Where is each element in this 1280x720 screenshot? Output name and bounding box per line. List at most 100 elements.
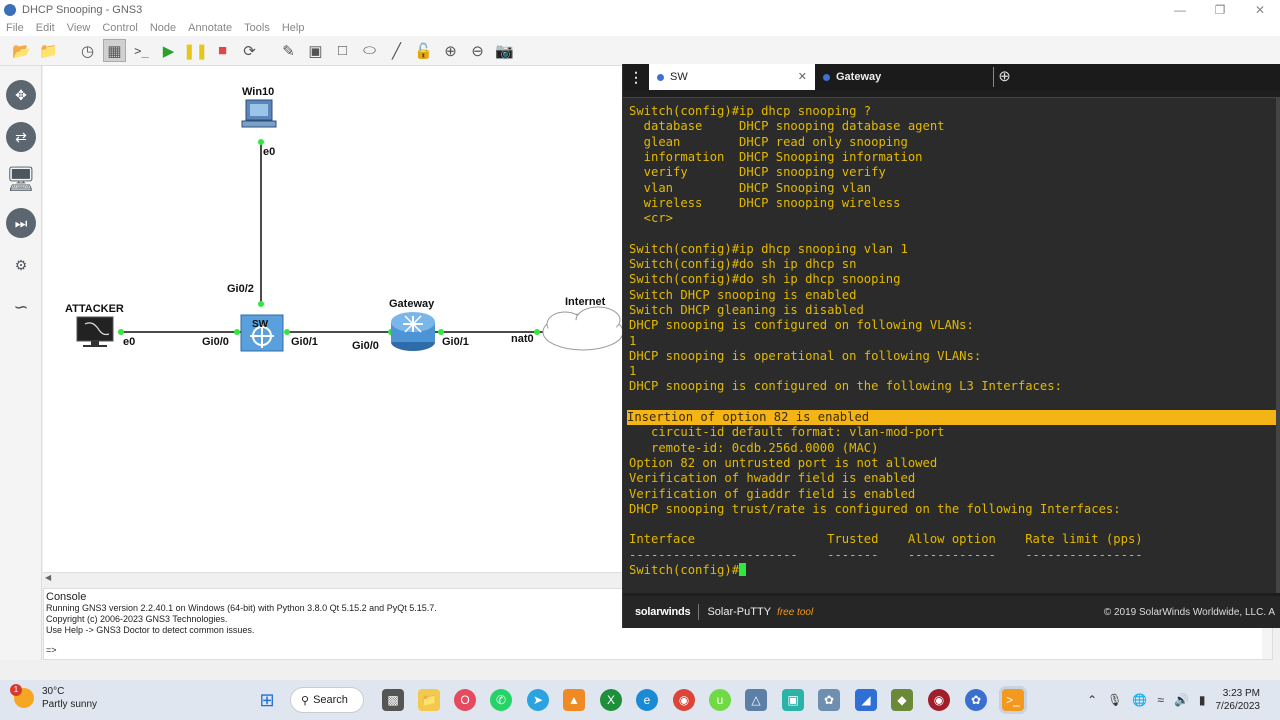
battery-icon[interactable]: ▮: [1198, 693, 1206, 707]
device-panel: ✥ ⇄ 🖥 ⏭ ⚙ ∽: [0, 66, 42, 660]
file-explorer-icon[interactable]: 📁: [418, 689, 440, 711]
chart-app-icon[interactable]: ◢: [855, 689, 877, 711]
terminal-line: ----------------------- ------- --------…: [629, 547, 1143, 562]
topology-canvas[interactable]: Win10 ATTACKER SW Gateway Internet e0 Gi…: [43, 66, 623, 572]
window-title: DHCP Snooping - GNS3: [22, 4, 143, 16]
switches-icon[interactable]: ⇄: [6, 122, 36, 152]
ellipse-icon[interactable]: ⬭: [363, 42, 376, 59]
xbox-icon[interactable]: X: [600, 689, 622, 711]
chevron-up-icon[interactable]: ⌃: [1087, 693, 1098, 707]
folder-icon[interactable]: 📁: [39, 42, 58, 60]
port-label-gateway-gi0-1: Gi0/1: [442, 336, 469, 348]
winbox-icon[interactable]: ◆: [891, 689, 913, 711]
volume-icon[interactable]: 🔊: [1173, 693, 1189, 707]
solar-putty-icon[interactable]: >_: [1002, 689, 1024, 711]
windows-start-icon[interactable]: ⊞: [259, 689, 275, 710]
menu-annotate[interactable]: Annotate: [188, 22, 233, 34]
menu-control[interactable]: Control: [102, 22, 138, 34]
search-label: Search: [313, 694, 348, 706]
clock-icon[interactable]: ◷: [80, 42, 95, 60]
end-devices-icon[interactable]: 🖥: [5, 165, 37, 193]
tab-gateway[interactable]: Gateway: [815, 64, 991, 90]
terminal-cursor: [739, 563, 747, 576]
terminal-line: circuit-id default format: vlan-mod-port: [629, 425, 945, 440]
menu-file[interactable]: File: [6, 22, 24, 34]
menu-node[interactable]: Node: [149, 22, 177, 34]
terminal-scrollbar[interactable]: [1276, 97, 1280, 593]
play-icon[interactable]: ▶: [162, 42, 175, 60]
menu-bar: File Edit View Control Node Annotate Too…: [0, 20, 1280, 36]
taskbar-search[interactable]: ⚲ Search: [290, 687, 364, 713]
console-title: Console: [46, 591, 87, 603]
vlc-icon[interactable]: ▲: [563, 689, 585, 711]
reload-icon[interactable]: ⟳: [243, 42, 256, 60]
menu-view[interactable]: View: [66, 22, 91, 34]
console-line: Running GNS3 version 2.2.40.1 on Windows…: [46, 603, 437, 613]
terminal-screen[interactable]: Switch(config)#ip dhcp snooping ? databa…: [623, 97, 1280, 593]
switch-sw-icon: [240, 314, 284, 352]
stop-icon[interactable]: ■: [217, 42, 228, 59]
terminal-line: DHCP snooping is configured on the follo…: [629, 379, 1062, 394]
bird-app-icon[interactable]: ✿: [965, 689, 987, 711]
all-devices-icon[interactable]: ⚙: [14, 256, 28, 273]
shield-app-icon[interactable]: ◉: [928, 689, 950, 711]
language-icon[interactable]: 🌐: [1132, 693, 1148, 707]
close-window-button[interactable]: ✕: [1254, 3, 1266, 17]
terminal-line: 1: [629, 364, 637, 379]
new-tab-icon[interactable]: ⊕: [993, 67, 1015, 87]
routers-icon[interactable]: ✥: [6, 80, 36, 110]
pause-icon[interactable]: ❚❚: [182, 42, 209, 60]
telegram-icon[interactable]: ➤: [527, 689, 549, 711]
product-name: Solar-PuTTY: [707, 606, 772, 618]
menu-edit[interactable]: Edit: [35, 22, 55, 34]
maximize-button[interactable]: ❐: [1214, 3, 1226, 17]
system-tray: ⌃ 🎙 🌐 ≈ 🔊 ▮ 3:23 PM 7/26/2023: [1087, 680, 1274, 720]
microphone-icon[interactable]: 🎙: [1107, 693, 1123, 707]
terminal-line: [629, 226, 1279, 241]
toolbar: 📂 📁 ◷ ▦ >_ ▶ ❚❚ ■ ⟳ ✎ ▣ □ ⬭ ╱ 🔓 ⊕ ⊖ 📷: [0, 36, 1280, 66]
rectangle-icon[interactable]: □: [337, 42, 348, 59]
wing-icon[interactable]: ✿: [818, 689, 840, 711]
open-folder-icon[interactable]: 📂: [12, 42, 31, 60]
console-icon[interactable]: >_: [134, 43, 149, 58]
menu-help[interactable]: Help: [281, 22, 305, 34]
session-status-icon: [823, 73, 830, 81]
lock-icon[interactable]: 🔓: [414, 42, 433, 60]
taskbar: 1 30°C Partly sunny ⊞ ⚲ Search ▩ 📁 O ✆ ➤…: [0, 680, 1280, 720]
camera-icon[interactable]: 📷: [495, 42, 514, 60]
snap-grid-icon[interactable]: ▦: [103, 39, 126, 62]
image-icon[interactable]: ▣: [308, 42, 323, 60]
upwork-icon[interactable]: u: [709, 689, 731, 711]
clock-date: 7/26/2023: [1215, 701, 1261, 712]
3d-viewer-icon[interactable]: △: [745, 689, 767, 711]
minimize-button[interactable]: —: [1174, 3, 1186, 17]
wifi-icon[interactable]: ≈: [1157, 693, 1164, 707]
gns3-app-icon[interactable]: ▣: [782, 689, 804, 711]
zoom-in-icon[interactable]: ⊕: [444, 42, 457, 60]
weather-widget[interactable]: 1 30°C Partly sunny: [10, 684, 97, 711]
terminal-line: Verification of giaddr field is enabled: [629, 486, 916, 501]
edge-icon[interactable]: e: [636, 689, 658, 711]
more-menu-icon[interactable]: ⋮: [629, 68, 643, 85]
task-view-icon[interactable]: ▩: [382, 689, 404, 711]
port-label-gateway-gi0-0: Gi0/0: [352, 340, 379, 352]
tab-sw[interactable]: SW ✕: [649, 64, 815, 90]
clock[interactable]: 3:23 PM 7/26/2023: [1216, 687, 1261, 713]
security-devices-icon[interactable]: ⏭: [6, 208, 36, 238]
menu-tools[interactable]: Tools: [244, 22, 270, 34]
zoom-out-icon[interactable]: ⊖: [471, 42, 484, 60]
console-prompt[interactable]: =>: [46, 645, 57, 655]
whatsapp-icon[interactable]: ✆: [490, 689, 512, 711]
canvas-horizontal-scrollbar[interactable]: ◀: [43, 572, 623, 584]
edit-note-icon[interactable]: ✎: [282, 42, 295, 60]
terminal-line: Switch(config)#do sh ip dhcp snooping: [629, 272, 901, 287]
gateway-router-icon: [391, 312, 435, 351]
chrome-icon[interactable]: ◉: [673, 689, 695, 711]
add-link-icon[interactable]: ∽: [13, 296, 29, 317]
opera-icon[interactable]: O: [454, 689, 476, 711]
window-controls: — ❐ ✕: [1160, 0, 1280, 20]
port-label-win10-e0: e0: [263, 146, 276, 158]
close-tab-icon[interactable]: ✕: [797, 71, 807, 83]
terminal-line: Interface Trusted Allow option Rate limi…: [629, 532, 1143, 547]
line-icon[interactable]: ╱: [391, 42, 402, 60]
